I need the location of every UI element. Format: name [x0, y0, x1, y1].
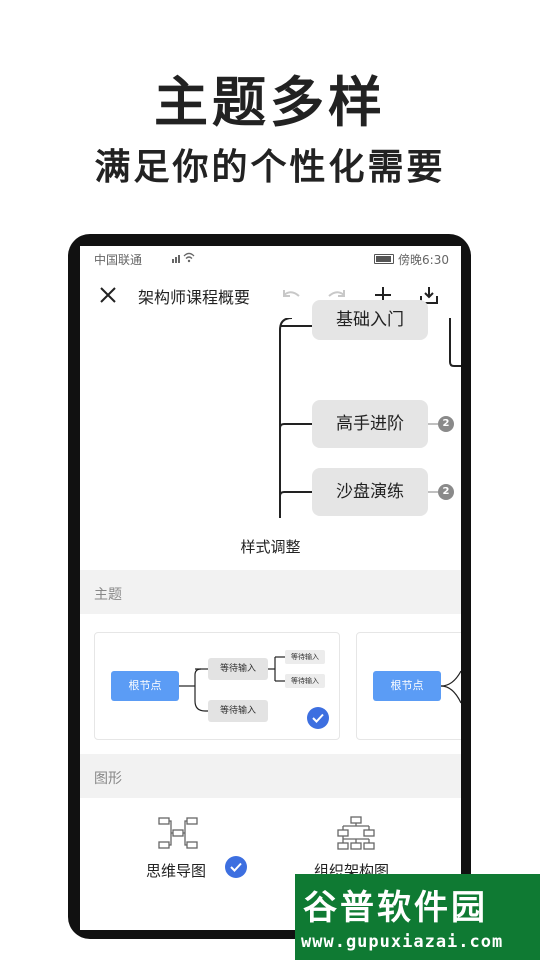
document-title: 架构师课程概要 — [138, 288, 251, 307]
undo-icon[interactable] — [278, 282, 304, 308]
theme-section-header: 主题 — [80, 570, 461, 614]
theme-card-connectors — [179, 656, 285, 712]
theme-card[interactable]: 根节点 等待输入 等待输入 等待输入 等待输入 — [94, 632, 340, 740]
theme-root-node: 根节点 — [111, 671, 179, 701]
child-count-badge[interactable]: 2 — [438, 484, 454, 500]
mindmap-shape-icon — [158, 817, 198, 849]
shape-label: 思维导图 — [146, 862, 207, 880]
mindmap-connectors — [279, 318, 461, 518]
panel-title: 样式调整 — [240, 538, 301, 556]
status-time: 傍晚6:30 — [398, 253, 449, 267]
mindmap-canvas[interactable]: 基础入门 高手进阶 2 沙盘演练 2 — [80, 300, 461, 518]
theme-leaf-node: 等待输入 — [285, 674, 325, 688]
promo-subheadline: 满足你的个性化需要 — [94, 147, 446, 188]
section-label: 图形 — [94, 771, 122, 787]
app-toolbar: 架构师课程概要 — [80, 274, 461, 314]
theme-card[interactable]: 根节点 — [356, 632, 461, 740]
phone-screen: 中国联通 傍晚6:30 架构师课程概要 — [80, 246, 461, 930]
theme-child-node: 等待输入 — [208, 658, 268, 680]
shape-section-header: 图形 — [80, 754, 461, 798]
selected-check-icon — [225, 856, 247, 878]
theme-card-connectors — [440, 670, 461, 704]
watermark-brand: 谷普软件园 — [303, 888, 488, 928]
watermark-logo: 谷普软件园 www.gupuxiazai.com — [295, 874, 540, 960]
promo-headline: 主题多样 — [154, 71, 386, 134]
theme-child-node: 等待输入 — [208, 700, 268, 722]
shape-option-mindmap[interactable]: 思维导图 — [140, 816, 250, 886]
redo-icon[interactable] — [324, 282, 350, 308]
download-icon[interactable] — [416, 282, 442, 308]
mindmap-node-label: 高手进阶 — [336, 414, 404, 434]
mindmap-node-label: 沙盘演练 — [336, 482, 404, 502]
status-bar: 中国联通 傍晚6:30 — [80, 246, 461, 270]
child-count-badge[interactable]: 2 — [438, 416, 454, 432]
theme-root-node: 根节点 — [373, 671, 441, 701]
battery-icon — [374, 254, 394, 264]
carrier-text: 中国联通 — [94, 253, 143, 267]
org-chart-shape-icon — [337, 816, 375, 850]
signal-wifi-icon — [172, 250, 196, 267]
theme-leaf-node: 等待输入 — [285, 650, 325, 664]
section-label: 主题 — [94, 587, 122, 603]
mindmap-node[interactable]: 高手进阶 — [312, 400, 428, 448]
close-icon[interactable] — [95, 282, 121, 308]
mindmap-node[interactable]: 基础入门 — [312, 300, 428, 340]
watermark-url: www.gupuxiazai.com — [301, 932, 504, 952]
mindmap-node[interactable]: 沙盘演练 — [312, 468, 428, 516]
mindmap-node-label: 基础入门 — [336, 310, 404, 330]
selected-check-icon — [307, 707, 329, 729]
